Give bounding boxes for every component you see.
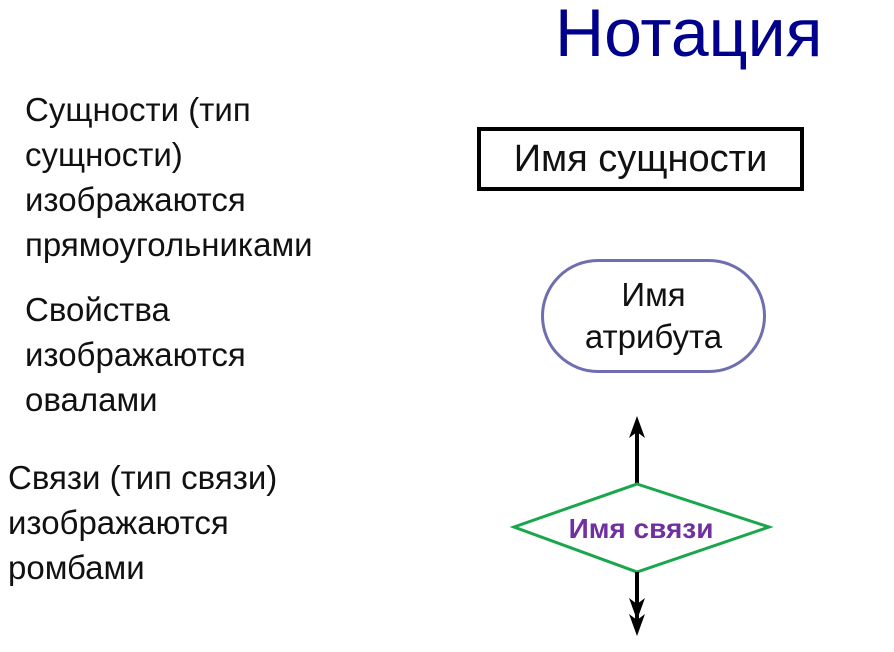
relations-description: Связи (тип связи) изображаются ромбами <box>8 455 277 590</box>
attributes-description-line: овалами <box>25 381 158 418</box>
down-arrow-head-lower <box>629 614 645 636</box>
entity-name-label: Имя сущности <box>513 137 768 180</box>
entities-description-line: прямоугольниками <box>25 226 313 263</box>
attribute-name-line: Имя <box>621 276 686 313</box>
attribute-oval: Имя атрибута <box>541 259 766 373</box>
down-arrow-head-upper <box>629 598 645 620</box>
entities-description-line: изображаются <box>25 181 246 218</box>
attribute-name-line: атрибута <box>584 318 723 355</box>
entity-rectangle: Имя сущности <box>477 127 804 191</box>
attributes-description-line: изображаются <box>25 336 246 373</box>
relations-description-line: Связи (тип связи) <box>8 459 278 496</box>
slide-title: Нотация <box>555 0 823 71</box>
relationship-name-label: Имя связи <box>569 513 714 544</box>
relations-description-line: ромбами <box>8 549 145 586</box>
up-arrow-head <box>629 416 645 438</box>
entities-description: Сущности (тип сущности) изображаются пря… <box>25 87 313 267</box>
entities-description-line: Сущности (тип <box>25 91 251 128</box>
relationship-diagram: Имя связи <box>509 416 774 636</box>
relations-description-line: изображаются <box>8 504 229 541</box>
entities-description-line: сущности) <box>25 136 183 173</box>
attributes-description: Свойства изображаются овалами <box>25 287 246 422</box>
attributes-description-line: Свойства <box>25 291 170 328</box>
